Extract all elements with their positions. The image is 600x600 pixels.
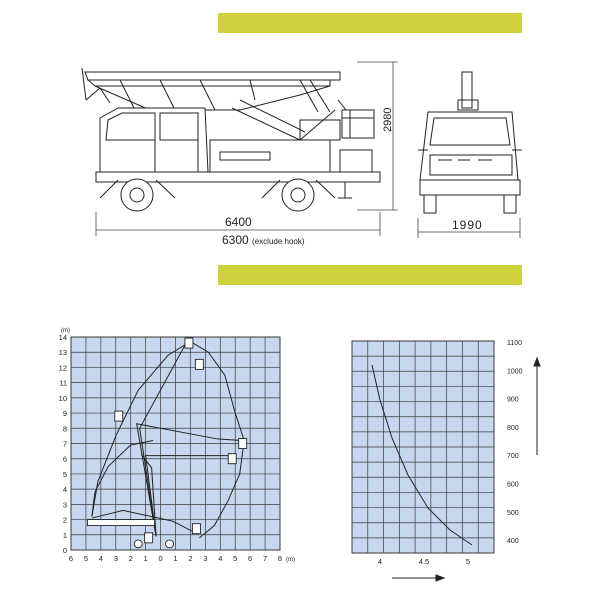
arrow-up-head	[533, 356, 541, 367]
reach-boom-line	[140, 453, 157, 537]
perf-y-tick-label: 700	[507, 453, 519, 460]
reach-bucket	[184, 337, 194, 349]
reach-y-tick-label: 6	[63, 455, 67, 464]
reach-x-tick-label: 5	[84, 554, 88, 563]
reach-y-tick-label: 4	[63, 485, 67, 494]
reach-envelope-curve	[91, 340, 245, 539]
reach-bucket	[191, 523, 201, 535]
reach-boom-line	[136, 423, 242, 537]
length-exclude-hook-note: (exclude hook)	[252, 237, 305, 246]
reach-y-tick-label: 10	[59, 394, 67, 403]
reach-y-tick-label: 5	[63, 470, 67, 479]
reach-boom-line	[91, 509, 197, 534]
reach-truck-base	[86, 519, 156, 527]
accent-band-top	[218, 13, 522, 33]
perf-y-tick-label: 400	[507, 538, 519, 545]
accent-band-middle	[218, 265, 522, 285]
reach-x-tick-label: 5	[233, 554, 237, 563]
performance-chart: 4 4.5 5 1100 1000 900 800 700 600 500 400	[351, 340, 523, 566]
reach-x-tick-label: 2	[129, 554, 133, 563]
reach-y-tick-label: 2	[63, 516, 67, 525]
perf-x-tick-label: 5	[466, 557, 470, 566]
reach-x-unit: (m)	[286, 557, 295, 563]
perf-curve	[371, 364, 473, 546]
reach-x-tick-label: 6	[248, 554, 252, 563]
dimension-lines-front	[417, 218, 521, 238]
reach-boom-line	[139, 345, 185, 537]
reach-x-tick-label: 4	[99, 554, 103, 563]
length-exclude-hook-value: 6300	[222, 233, 249, 247]
reach-x-tick-label: 7	[263, 554, 267, 563]
reach-y-tick-label: 13	[59, 348, 67, 357]
reach-y-tick-label: 3	[63, 500, 67, 509]
dimension-lines-side	[95, 61, 398, 236]
reach-x-tick-label: 2	[188, 554, 192, 563]
perf-y-tick-label: 1000	[507, 368, 523, 375]
reach-x-tick-label: 0	[158, 554, 162, 563]
reach-y-tick-label: 11	[59, 379, 67, 388]
reach-truck-wheel	[133, 539, 143, 549]
arrow-right-head	[435, 574, 446, 582]
perf-x-tick-label: 4.5	[419, 557, 429, 566]
reach-y-unit: (m)	[61, 328, 70, 334]
reach-x-tick-label: 3	[114, 554, 118, 563]
reach-bucket	[194, 358, 204, 370]
reach-y-tick-label: 0	[63, 546, 67, 555]
reach-y-tick-label: 1	[63, 531, 67, 540]
perf-y-tick-label: 1100	[507, 340, 522, 347]
length-exclude-hook-label: 6300 (exclude hook)	[222, 233, 305, 247]
reach-y-tick-label: 12	[59, 363, 67, 372]
reach-x-tick-label: 8	[278, 554, 282, 563]
overall-length-label: 6400	[225, 215, 252, 229]
reach-x-tick-label: 1	[144, 554, 148, 563]
reach-y-tick-label: 8	[63, 424, 67, 433]
truck-side-view	[81, 67, 381, 212]
reach-bucket	[114, 410, 124, 422]
perf-y-tick-label: 600	[507, 482, 519, 489]
reach-x-tick-label: 1	[173, 554, 177, 563]
truck-front-view	[418, 71, 522, 214]
reach-x-tick-label: 4	[218, 554, 222, 563]
reach-x-tick-label: 6	[69, 554, 73, 563]
perf-x-tick-label: 4	[378, 557, 382, 566]
reach-bucket	[144, 532, 154, 544]
reach-y-tick-label: 14	[59, 333, 67, 342]
perf-y-tick-label: 800	[507, 425, 519, 432]
height-label: 2980	[382, 107, 394, 132]
perf-y-tick-label: 500	[507, 510, 519, 517]
reach-x-tick-label: 3	[203, 554, 207, 563]
reach-y-tick-label: 9	[63, 409, 67, 418]
reach-truck-wheel	[165, 539, 174, 549]
reach-y-tick-label: 7	[63, 440, 67, 449]
width-label: 1990	[452, 218, 483, 232]
reach-bucket	[227, 453, 237, 465]
reach-bucket	[238, 438, 248, 449]
perf-y-tick-label: 900	[507, 397, 519, 404]
reach-inner-curve	[91, 439, 154, 517]
reach-boom-line	[145, 455, 231, 537]
